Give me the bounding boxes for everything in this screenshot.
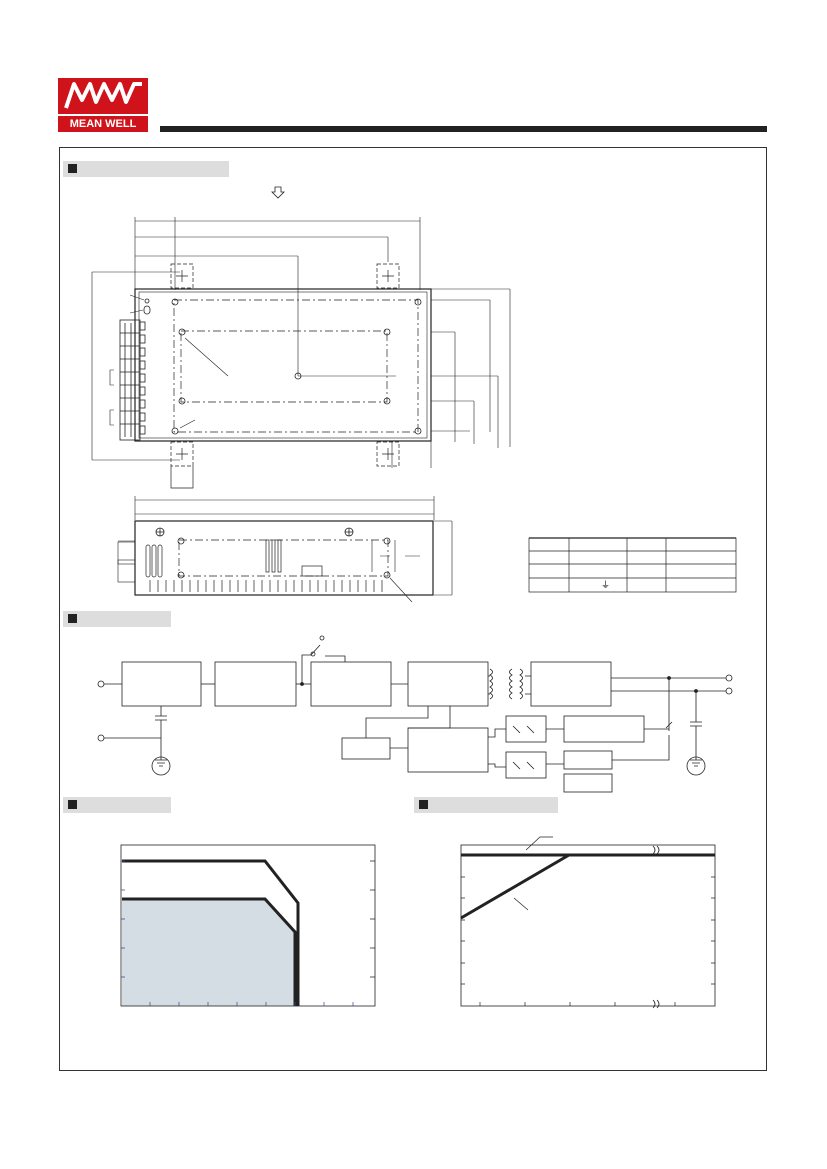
logo-name: MEAN WELL xyxy=(58,114,148,132)
filled-square-icon xyxy=(68,164,77,173)
mean-well-logo: MEAN WELL xyxy=(58,78,148,132)
down-arrow-icon xyxy=(271,186,285,199)
filled-square-icon xyxy=(68,800,77,809)
output-derating-chart xyxy=(460,836,716,1009)
section-header-derating-curve xyxy=(63,797,171,813)
mechanical-side-view xyxy=(117,496,453,603)
header-rule xyxy=(160,126,767,132)
filled-square-icon xyxy=(68,614,77,623)
ground-symbol: ⏚ xyxy=(601,580,611,590)
section-header-output-derating xyxy=(414,797,558,813)
mw-logo-glyph xyxy=(64,82,142,109)
mechanical-top-view xyxy=(91,217,511,489)
block-diagram xyxy=(97,635,733,793)
section-header-block-diagram xyxy=(63,611,171,627)
derating-curve-chart xyxy=(120,844,376,1007)
section-header-mechanical xyxy=(63,161,229,177)
logo-mark xyxy=(58,78,148,114)
filled-square-icon xyxy=(419,800,428,809)
page-frame xyxy=(59,147,767,1071)
terminal-pin-table xyxy=(528,537,737,593)
